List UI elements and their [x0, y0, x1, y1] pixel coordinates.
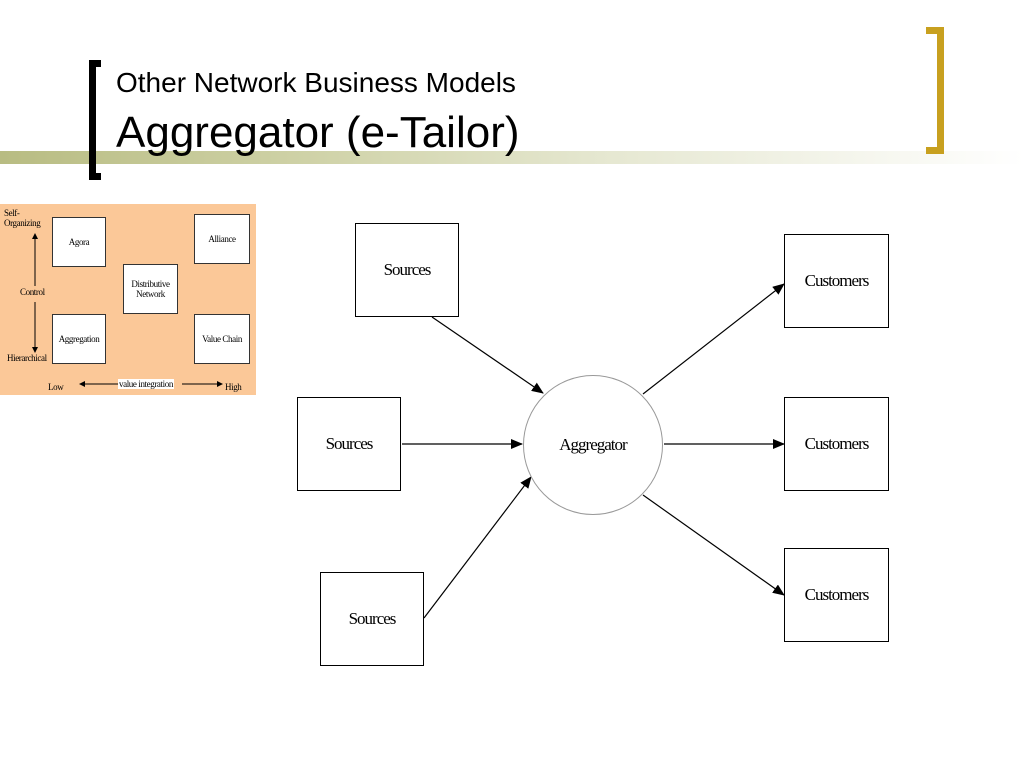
sources-node-middle: Sources	[297, 397, 401, 491]
value-integration-label: value integration	[118, 379, 174, 389]
customers-node-bottom: Customers	[784, 548, 889, 642]
customers-node-top: Customers	[784, 234, 889, 328]
alliance-box: Alliance	[194, 214, 250, 264]
aggregator-node: Aggregator	[523, 375, 663, 515]
sources-node-top: Sources	[355, 223, 459, 317]
control-label: Control	[20, 287, 45, 297]
arrow-aggregator-to-customer3	[642, 494, 785, 596]
value-chain-box: Value Chain	[194, 314, 250, 364]
low-label: Low	[48, 382, 64, 392]
slide-title-line1: Other Network Business Models	[116, 67, 516, 98]
sources-node-bottom: Sources	[320, 572, 424, 666]
title-underline-bar	[0, 151, 1024, 164]
business-model-matrix-thumbnail: Self- Organizing Control Hierarchical Lo…	[0, 204, 256, 395]
arrow-source1-to-aggregator	[431, 316, 544, 394]
arrow-source3-to-aggregator	[423, 476, 532, 619]
left-bracket-decoration	[89, 60, 101, 180]
high-label: High	[225, 382, 242, 392]
agora-box: Agora	[52, 217, 106, 267]
distributive-network-box: Distributive Network	[123, 264, 178, 314]
matrix-arrows	[32, 233, 223, 387]
aggregation-box: Aggregation	[52, 314, 106, 364]
self-organizing-label: Self- Organizing	[4, 208, 41, 228]
arrow-aggregator-to-customer1	[642, 283, 785, 395]
hierarchical-label: Hierarchical	[7, 353, 47, 363]
slide-title-line2: Aggregator (e-Tailor)	[116, 108, 520, 157]
right-bracket-decoration	[926, 27, 944, 154]
customers-node-middle: Customers	[784, 397, 889, 491]
